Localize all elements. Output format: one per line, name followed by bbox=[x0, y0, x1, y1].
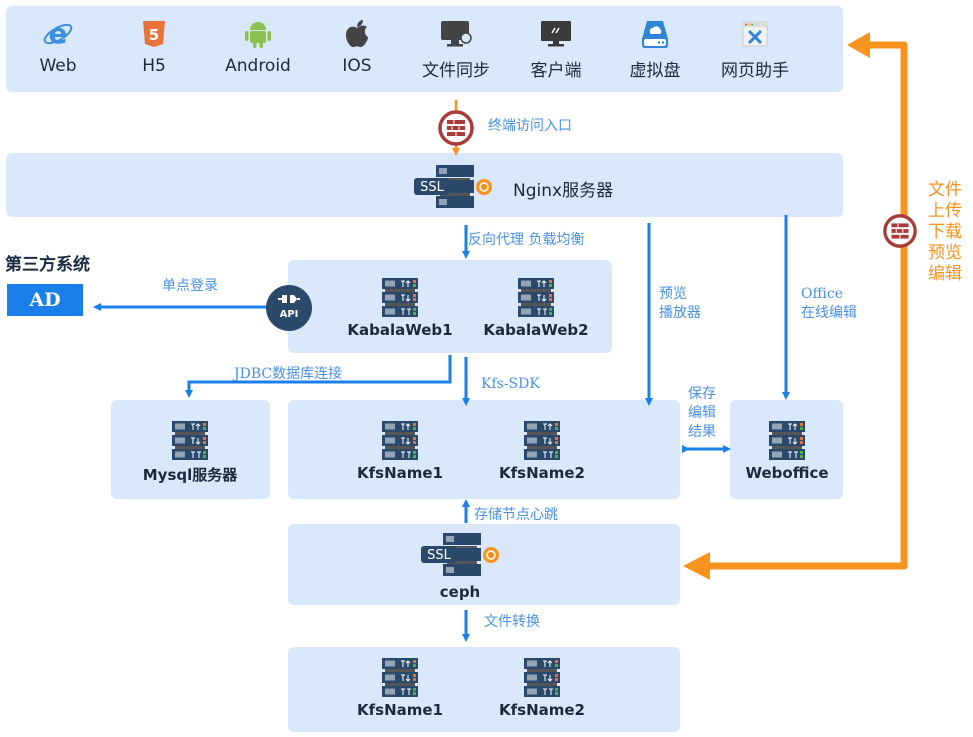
office-label: Office 在线编辑 bbox=[801, 286, 857, 321]
storage-panel bbox=[288, 647, 680, 732]
sdk-label: Kfs-SDK bbox=[481, 376, 540, 392]
html5-icon: 5 bbox=[109, 18, 199, 50]
svg-text:5: 5 bbox=[149, 26, 159, 44]
firewall-icon bbox=[437, 109, 475, 151]
file-ops-label: 文件 上传 下载 预览 编辑 bbox=[928, 180, 962, 284]
jdbc-label: JDBC数据库连接 bbox=[234, 366, 343, 382]
plug-icon bbox=[278, 295, 300, 303]
ad-label: AD bbox=[29, 289, 61, 311]
nginx-label: Nginx服务器 bbox=[513, 181, 614, 201]
ceph-server[interactable]: SSL ceph bbox=[419, 531, 505, 601]
ceph-label: ceph bbox=[439, 583, 481, 601]
weboffice-node[interactable]: Weboffice bbox=[727, 420, 847, 482]
web-node-2[interactable]: KabalaWeb2 bbox=[476, 277, 596, 339]
kfs-node-1[interactable]: KfsName1 bbox=[340, 420, 460, 482]
web-panel bbox=[288, 260, 612, 353]
api-label: API bbox=[279, 309, 299, 320]
server-icon bbox=[381, 657, 419, 698]
server-icon bbox=[381, 420, 419, 461]
nginx-server[interactable]: SSL bbox=[412, 163, 498, 215]
monitor-sync-icon bbox=[411, 18, 501, 50]
virtual-disk-icon bbox=[610, 18, 700, 50]
server-icon bbox=[523, 420, 561, 461]
client-android[interactable]: Android bbox=[213, 18, 303, 76]
web-tool-icon bbox=[710, 18, 800, 50]
client-desktop[interactable]: 客户端 bbox=[511, 18, 601, 81]
client-file-sync[interactable]: 文件同步 bbox=[411, 18, 501, 81]
svg-text:e: e bbox=[49, 19, 68, 49]
ssl-server-icon: SSL bbox=[421, 533, 499, 576]
heartbeat-label: 存储节点心跳 bbox=[474, 507, 558, 523]
client-virtual-disk[interactable]: 虚拟盘 bbox=[610, 18, 700, 81]
preview-label: 预览 播放器 bbox=[659, 286, 701, 321]
kfs-node-2[interactable]: KfsName2 bbox=[482, 420, 602, 482]
apple-icon bbox=[312, 18, 402, 50]
svg-text:SSL: SSL bbox=[420, 180, 445, 195]
kfs-panel bbox=[288, 400, 680, 499]
proxy-label: 反向代理 负载均衡 bbox=[468, 232, 585, 248]
client-h5[interactable]: 5 H5 bbox=[109, 18, 199, 76]
sso-label: 单点登录 bbox=[162, 278, 218, 294]
convert-label: 文件转换 bbox=[484, 614, 540, 630]
svg-text:SSL: SSL bbox=[427, 548, 452, 563]
ad-box[interactable]: AD bbox=[7, 284, 83, 316]
third-party-title: 第三方系统 bbox=[5, 255, 90, 275]
storage-node-1[interactable]: KfsName1 bbox=[340, 657, 460, 719]
ie-browser-icon: e bbox=[13, 18, 103, 50]
storage-node-2[interactable]: KfsName2 bbox=[482, 657, 602, 719]
server-icon bbox=[517, 277, 555, 318]
web-node-1[interactable]: KabalaWeb1 bbox=[340, 277, 460, 339]
android-icon bbox=[213, 18, 303, 50]
server-icon bbox=[381, 277, 419, 318]
mysql-node[interactable]: Mysql服务器 bbox=[130, 420, 250, 485]
entry-label: 终端访问入口 bbox=[488, 118, 572, 134]
server-icon bbox=[171, 420, 209, 461]
client-web[interactable]: e Web bbox=[13, 18, 103, 76]
ceph-panel bbox=[288, 524, 680, 605]
client-web-helper[interactable]: 网页助手 bbox=[710, 18, 800, 81]
desktop-client-icon bbox=[511, 18, 601, 50]
server-icon bbox=[768, 420, 806, 461]
server-icon bbox=[523, 657, 561, 698]
file-ops-firewall-icon bbox=[882, 213, 918, 253]
client-ios[interactable]: IOS bbox=[312, 18, 402, 76]
ssl-server-icon: SSL bbox=[414, 165, 492, 208]
save-label: 保存 编辑 结果 bbox=[688, 386, 716, 440]
api-icon[interactable]: API bbox=[266, 285, 312, 331]
